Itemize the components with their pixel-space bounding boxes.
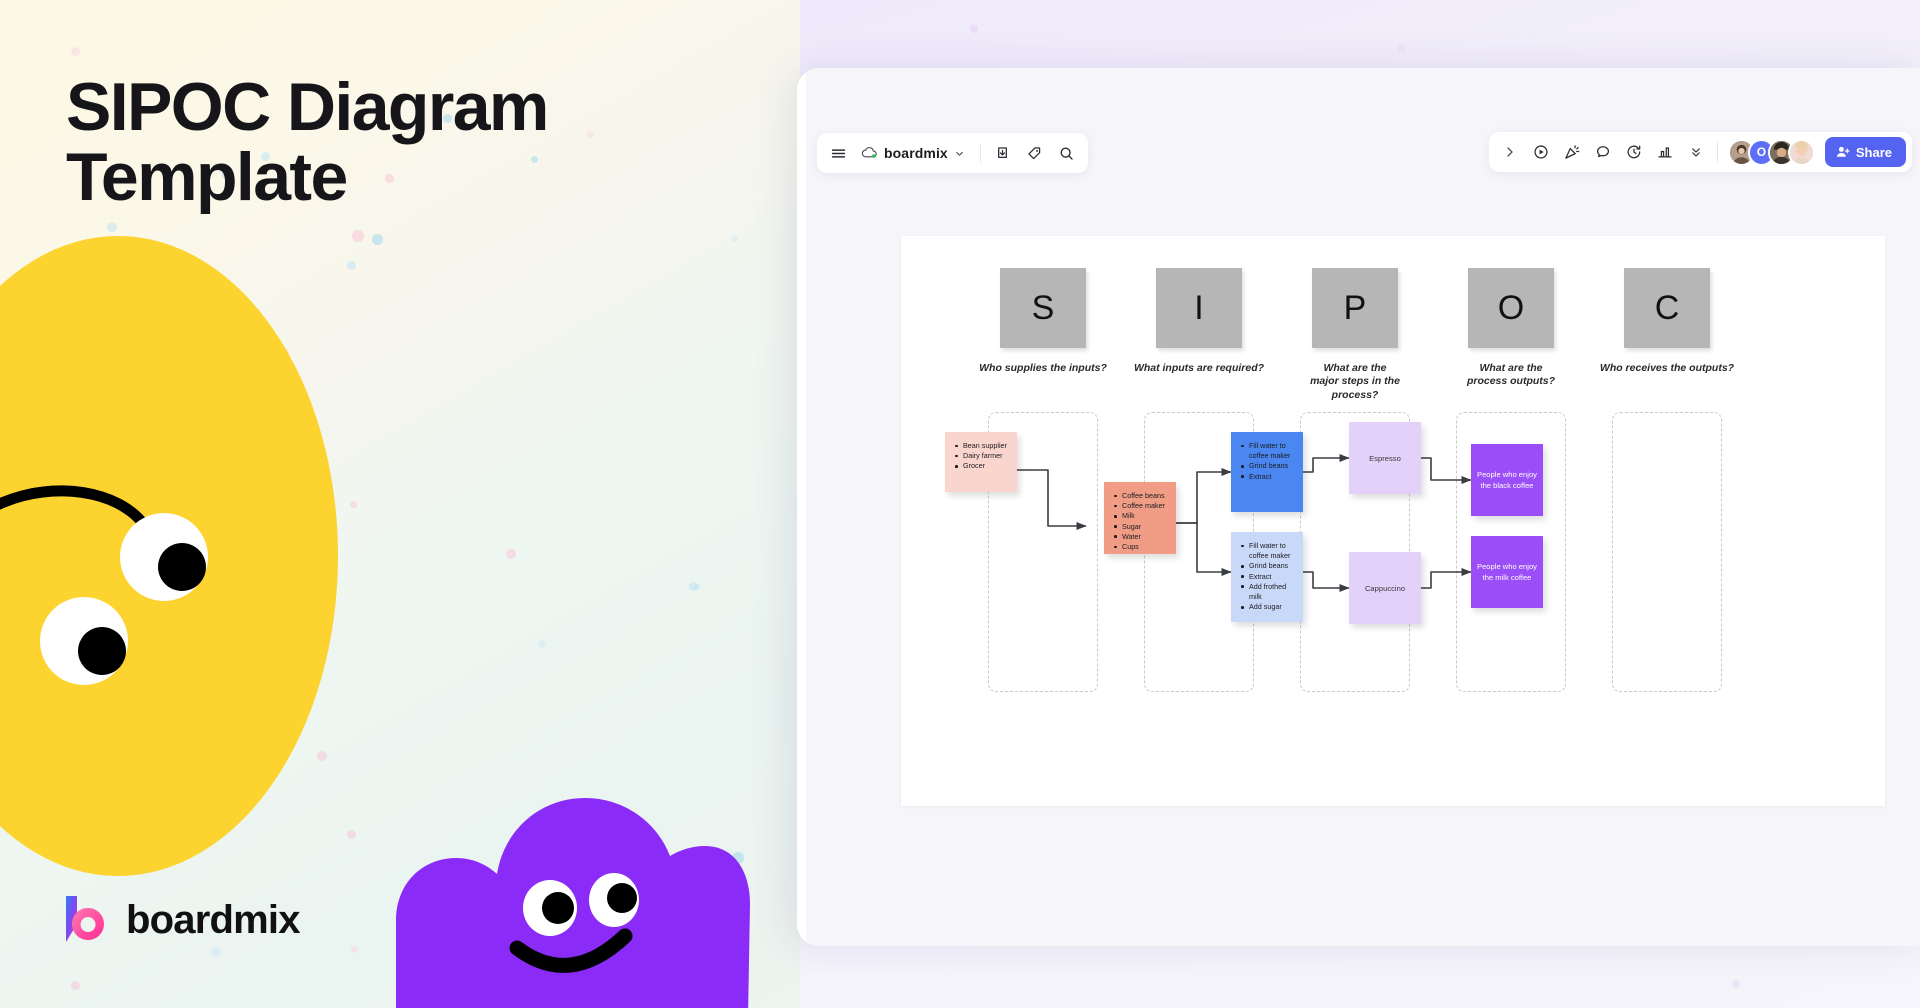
board-canvas[interactable]: S Who supplies the inputs? I What inputs…: [901, 236, 1885, 806]
comment-bubble-icon[interactable]: [1588, 137, 1618, 167]
person-add-icon: [1836, 146, 1850, 157]
download-icon[interactable]: [988, 138, 1018, 168]
sipoc-letter-box-c: C: [1624, 268, 1710, 348]
sipoc-question-c: Who receives the outputs?: [1599, 362, 1735, 374]
sipoc-column-header-o: O What are the process outputs?: [1421, 268, 1601, 389]
lane-outputs[interactable]: [1456, 412, 1566, 692]
document-name: boardmix: [884, 145, 948, 161]
chevron-down-icon: [955, 151, 963, 156]
yellow-eye-left: [120, 513, 208, 601]
toolbar-divider-right: [1716, 142, 1718, 162]
document-name-chip[interactable]: boardmix: [855, 138, 973, 168]
lane-suppliers[interactable]: [988, 412, 1098, 692]
sipoc-header-row: S Who supplies the inputs? I What inputs…: [901, 236, 1885, 406]
note-bullet-item: Sugar: [1113, 522, 1168, 532]
toolbar-right: O: [1488, 132, 1912, 172]
note-bullet-item: Cups: [1113, 542, 1168, 552]
toolbar-divider: [979, 143, 981, 163]
sipoc-letter-box-i: I: [1156, 268, 1242, 348]
sipoc-letter-box-p: P: [1312, 268, 1398, 348]
note-bullet-item: Grind beans: [1240, 461, 1295, 471]
share-button[interactable]: Share: [1824, 137, 1906, 167]
note-output-cappuccino-label: Cappuccino: [1364, 583, 1406, 593]
yellow-eye-right: [40, 597, 128, 685]
present-play-icon[interactable]: [1526, 137, 1556, 167]
note-bullet-item: Bean supplier: [954, 441, 1009, 451]
note-bullet-item: Grocer: [954, 461, 1009, 471]
toolbar-left: boardmix: [817, 133, 1088, 173]
note-output-espresso-label: Espresso: [1369, 453, 1401, 463]
window-edge: [797, 68, 806, 946]
connector-layer: [1017, 454, 1472, 593]
brand-name: boardmix: [126, 897, 300, 942]
note-customer-milk-label: People who enjoy the milk coffee: [1477, 562, 1537, 582]
note-bullet-item: Coffee beans: [1113, 491, 1168, 501]
note-bullet-item: Add sugar: [1240, 602, 1295, 612]
sipoc-question-o: What are the process outputs?: [1466, 362, 1556, 388]
page-title: SIPOC Diagram Template: [66, 69, 549, 216]
sipoc-column-header-i: I What inputs are required?: [1109, 268, 1289, 375]
note-bullet-item: Extract: [1240, 472, 1295, 482]
brand-lockup: boardmix: [62, 894, 300, 946]
note-bullet-item: Dairy farmer: [954, 451, 1009, 461]
note-bullet-item: Grind beans: [1240, 561, 1295, 571]
confetti-icon[interactable]: [1557, 137, 1587, 167]
tag-icon[interactable]: [1020, 138, 1050, 168]
sipoc-column-header-s: S Who supplies the inputs?: [953, 268, 1133, 375]
note-bullet-item: Fill water to coffee maker: [1240, 541, 1295, 561]
note-customer-black-label: People who enjoy the black coffee: [1477, 470, 1537, 490]
search-icon[interactable]: [1052, 138, 1082, 168]
avatar-4[interactable]: [1787, 138, 1815, 166]
collaborator-avatars: O: [1727, 138, 1815, 166]
timer-icon[interactable]: [1619, 137, 1649, 167]
purple-cloud-blob: [396, 798, 750, 1008]
hamburger-menu-icon[interactable]: [823, 138, 853, 168]
note-customer-black[interactable]: People who enjoy the black coffee: [1471, 444, 1543, 516]
sipoc-letter-box-o: O: [1468, 268, 1554, 348]
chevron-right-icon[interactable]: [1495, 137, 1525, 167]
sipoc-letter-box-s: S: [1000, 268, 1086, 348]
chevrons-down-icon[interactable]: [1681, 137, 1711, 167]
sipoc-question-p: What are the major steps in the process?: [1310, 362, 1400, 401]
sipoc-question-i: What inputs are required?: [1133, 362, 1265, 374]
chart-icon[interactable]: [1650, 137, 1680, 167]
note-bullet-item: Water: [1113, 532, 1168, 542]
note-output-espresso[interactable]: Espresso: [1349, 422, 1421, 494]
note-bullet-item: Fill water to coffee maker: [1240, 441, 1295, 461]
sipoc-column-header-p: P What are the major steps in the proces…: [1265, 268, 1445, 402]
avatar-1[interactable]: [1727, 138, 1755, 166]
promo-panel: SIPOC Diagram Template: [0, 0, 800, 1008]
sipoc-question-s: Who supplies the inputs?: [979, 362, 1107, 374]
share-label: Share: [1855, 144, 1892, 160]
note-bullet-item: Coffee maker: [1113, 501, 1168, 511]
note-bullet-item: Extract: [1240, 572, 1295, 582]
note-bullet-item: Milk: [1113, 511, 1168, 521]
boardmix-b-logo-icon: [66, 896, 104, 942]
lane-customers[interactable]: [1612, 412, 1722, 692]
sipoc-column-header-c: C Who receives the outputs?: [1577, 268, 1757, 375]
cloud-saved-icon: [861, 147, 877, 158]
note-output-cappuccino[interactable]: Cappuccino: [1349, 552, 1421, 624]
app-window: boardmix: [797, 68, 1920, 946]
note-customer-milk[interactable]: People who enjoy the milk coffee: [1471, 536, 1543, 608]
note-bullet-item: Add frothed milk: [1240, 582, 1295, 602]
